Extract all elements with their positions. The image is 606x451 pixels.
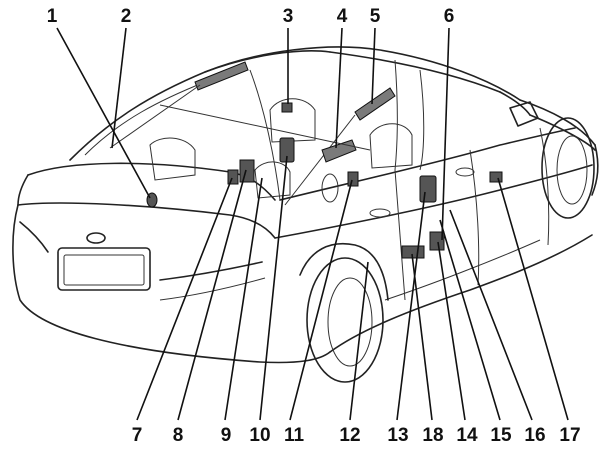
buckle-sensor-14-icon [429,231,445,251]
callout-14: 14 [456,425,478,446]
module-7-icon [227,169,239,185]
callout-12: 12 [339,425,360,446]
callout-3: 3 [283,6,294,27]
callout-7: 7 [132,425,143,446]
curtain-airbag-front-icon [354,87,396,121]
callout-10: 10 [249,425,270,446]
sensor-3-icon [281,102,293,113]
steering-airbag-11-icon [347,171,359,187]
callout-15: 15 [490,425,512,446]
callout-11: 11 [284,425,305,446]
car-body-outline [12,46,599,383]
callout-5: 5 [370,6,381,27]
callout-6: 6 [444,6,455,27]
callout-8: 8 [173,425,184,446]
callout-labels: 1 2 3 4 5 6 7 8 9 10 11 12 13 18 14 15 1… [47,6,581,446]
callout-13: 13 [387,425,408,446]
callout-16: 16 [524,425,545,446]
side-sensor-17-icon [489,171,503,183]
callout-17: 17 [559,425,580,446]
module-8-icon [239,159,255,183]
callout-9: 9 [221,425,232,446]
callout-1: 1 [47,6,58,27]
leader-lines [56,27,569,421]
seat-airbag-13-icon [419,175,437,203]
callout-4: 4 [337,6,348,27]
airbag-components [109,61,503,259]
callout-18: 18 [422,425,443,446]
callout-2: 2 [121,6,132,27]
